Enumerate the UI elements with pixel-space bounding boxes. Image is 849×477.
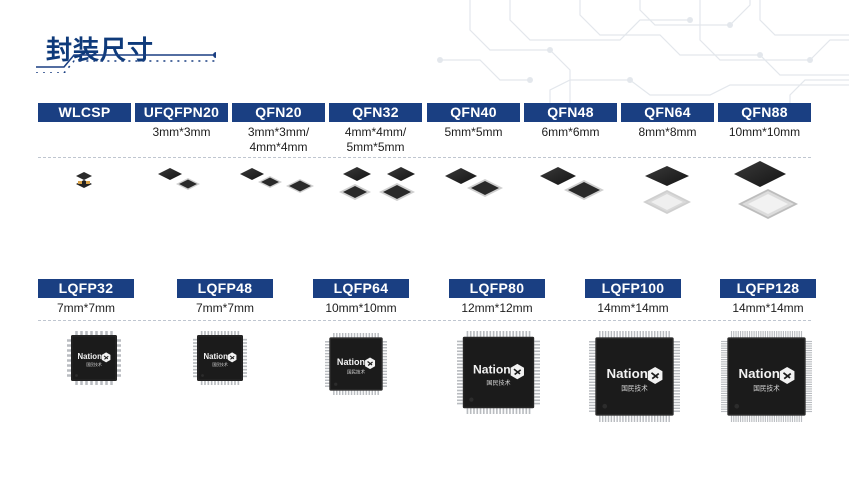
package-size: 6mm*6mm <box>541 125 600 139</box>
package-wlcsp: WLCSP <box>38 103 131 122</box>
svg-text:Nation: Nation <box>473 363 511 377</box>
chip-lqfp128-image: Nation 国民技术 <box>721 331 812 422</box>
package-label: LQFP80 <box>449 279 545 298</box>
package-size: 5mm*5mm <box>444 125 503 139</box>
package-label: QFN64 <box>621 103 714 122</box>
svg-text:Nation: Nation <box>204 352 229 361</box>
qfn-chip-images <box>76 161 798 219</box>
package-qfn48: QFN48 6mm*6mm <box>524 103 617 140</box>
package-qfn40: QFN40 5mm*5mm <box>427 103 520 140</box>
row-divider <box>38 157 811 158</box>
svg-text:Nation: Nation <box>606 366 647 381</box>
package-size: 3mm*3mm <box>152 125 211 139</box>
svg-text:国民技术: 国民技术 <box>212 362 228 367</box>
chip-wlcsp-image <box>76 172 92 188</box>
svg-text:Nation: Nation <box>337 357 365 367</box>
package-lqfp48: LQFP48 7mm*7mm <box>177 279 273 316</box>
svg-text:国民技术: 国民技术 <box>86 362 102 367</box>
package-size: 10mm*10mm <box>325 301 397 315</box>
package-label: QFN88 <box>718 103 811 122</box>
chip-qfn32-image <box>339 167 415 201</box>
package-size: 14mm*14mm <box>732 301 804 315</box>
package-label: LQFP100 <box>585 279 681 298</box>
svg-text:Nation: Nation <box>738 366 779 381</box>
package-label: WLCSP <box>38 103 131 122</box>
page-title: 封装尺寸 <box>46 36 155 66</box>
circuit-pattern-decoration <box>437 0 849 110</box>
chip-lqfp80-image: Nation 国民技术 <box>457 331 540 414</box>
lqfp-chip-drawing: Nation 国民技术 <box>721 331 812 422</box>
chip-ufqfpn20-image <box>158 168 200 190</box>
package-label: QFN20 <box>232 103 325 122</box>
chip-qfn40-image <box>445 168 503 197</box>
chip-qfn48-image <box>540 167 604 200</box>
package-size: 7mm*7mm <box>195 301 254 315</box>
package-lqfp128: LQFP128 14mm*14mm <box>720 279 816 316</box>
svg-text:国民技术: 国民技术 <box>347 369 366 376</box>
package-label: QFN40 <box>427 103 520 122</box>
package-qfn32: QFN32 4mm*4mm/ 5mm*5mm <box>329 103 422 155</box>
package-size: 4mm*4mm/ 5mm*5mm <box>344 125 407 154</box>
package-size: 3mm*3mm/ 4mm*4mm <box>247 125 310 154</box>
title-underline-decoration <box>36 52 216 73</box>
lqfp-chip-drawing: Nation 国民技术 <box>325 333 387 395</box>
package-lqfp100: LQFP100 14mm*14mm <box>585 279 681 316</box>
package-lqfp32: LQFP32 7mm*7mm <box>38 279 134 316</box>
svg-text:国民技术: 国民技术 <box>486 379 510 387</box>
package-size: 12mm*12mm <box>461 301 533 315</box>
package-size: 10mm*10mm <box>728 125 801 139</box>
lqfp-chip-drawing: Nation 国民技术 <box>589 331 680 422</box>
package-label: LQFP64 <box>313 279 409 298</box>
package-size: 8mm*8mm <box>638 125 697 139</box>
row-divider <box>38 320 811 321</box>
package-qfn20: QFN20 3mm*3mm/ 4mm*4mm <box>232 103 325 155</box>
lqfp-chip-drawing: Nation 国民技术 <box>457 331 540 414</box>
package-qfn88: QFN88 10mm*10mm <box>718 103 811 140</box>
package-label: QFN32 <box>329 103 422 122</box>
chip-qfn20-image <box>240 168 314 193</box>
package-size: 14mm*14mm <box>597 301 669 315</box>
package-label: LQFP128 <box>720 279 816 298</box>
package-size: 7mm*7mm <box>56 301 115 315</box>
svg-text:国民技术: 国民技术 <box>753 383 780 392</box>
package-label: LQFP48 <box>177 279 273 298</box>
package-label: UFQFPN20 <box>135 103 228 122</box>
package-label: LQFP32 <box>38 279 134 298</box>
svg-text:国民技术: 国民技术 <box>621 383 648 392</box>
chip-lqfp64-image: Nation 国民技术 <box>325 333 387 395</box>
chip-qfn88-image <box>734 161 798 219</box>
chip-qfn64-image <box>643 166 691 214</box>
package-lqfp64: LQFP64 10mm*10mm <box>313 279 409 316</box>
package-qfn64: QFN64 8mm*8mm <box>621 103 714 140</box>
package-lqfp80: LQFP80 12mm*12mm <box>449 279 545 316</box>
package-ufqfpn20: UFQFPN20 3mm*3mm <box>135 103 228 140</box>
chip-lqfp100-image: Nation 国民技术 <box>589 331 680 422</box>
svg-text:Nation: Nation <box>78 352 103 361</box>
package-label: QFN48 <box>524 103 617 122</box>
